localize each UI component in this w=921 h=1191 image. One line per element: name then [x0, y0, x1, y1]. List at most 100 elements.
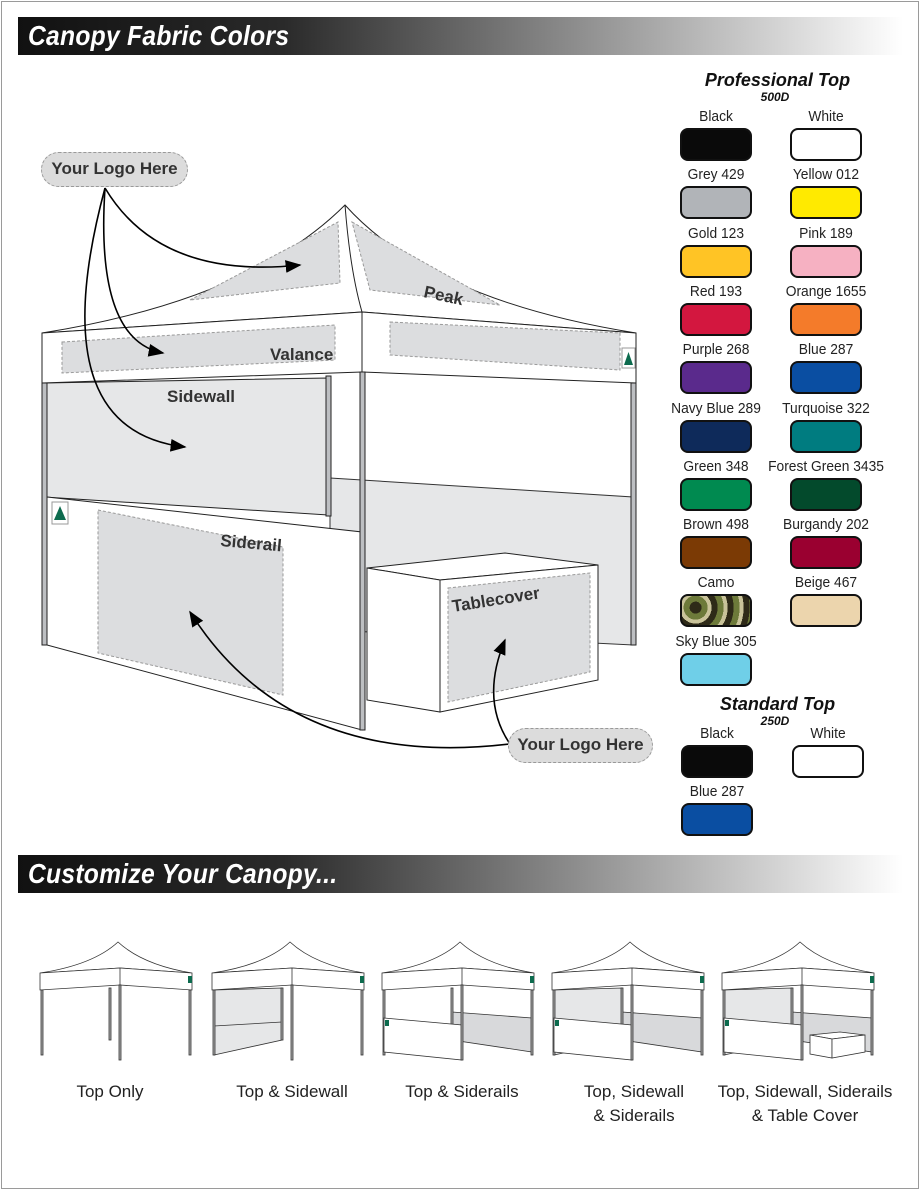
pole: [40, 989, 44, 1056]
color-swatch[interactable]: [680, 244, 752, 278]
caption-line: Top & Siderails: [405, 1082, 519, 1101]
swatch-label: Camo: [697, 574, 735, 592]
logo-callout: Your Logo Here: [508, 728, 653, 763]
pole: [118, 984, 122, 1061]
callout-arrows: [84, 187, 511, 749]
canopy-roof: [39, 941, 193, 974]
pole: [360, 989, 364, 1056]
valance: [381, 967, 535, 991]
swatch-label: Blue 287: [689, 783, 745, 800]
pole: [188, 989, 192, 1056]
brand-logo-icon: [385, 1020, 389, 1026]
pole: [630, 984, 634, 1061]
color-swatch[interactable]: [790, 477, 862, 511]
color-swatch[interactable]: [680, 186, 752, 220]
swatch-label: Black: [699, 108, 733, 125]
pole: [870, 989, 874, 1056]
swatch-label: Burgandy 202: [783, 516, 869, 534]
swatch-label: White: [810, 725, 846, 742]
siderail-logo-area: [97, 509, 284, 696]
pole: [359, 371, 366, 731]
pole: [530, 989, 534, 1056]
brand-logo-icon: [530, 976, 534, 983]
brand-logo-icon: [870, 976, 874, 983]
brand-logo-icon: [360, 976, 364, 983]
pole: [290, 984, 294, 1061]
header-text: Canopy Fabric Colors: [28, 20, 290, 51]
header-text: Customize Your Canopy...: [28, 858, 338, 889]
logo-callout: Your Logo Here: [41, 152, 188, 187]
color-swatch[interactable]: [790, 419, 862, 453]
pole: [212, 989, 216, 1056]
color-swatch[interactable]: [790, 244, 862, 278]
swatch-label: Gold 123: [687, 224, 745, 242]
tent-thumbnail: [381, 941, 535, 1061]
canopy-roof: [381, 941, 535, 974]
color-swatch[interactable]: [680, 419, 752, 453]
professional-top-title: Professional Top: [704, 70, 851, 90]
main-tent: [41, 204, 637, 731]
front-siderail-panel: [383, 1017, 463, 1061]
pole: [460, 984, 464, 1061]
color-swatch[interactable]: [680, 361, 752, 395]
professional-top-subtitle: 500D: [760, 90, 790, 104]
tablecover-logo-area: [447, 572, 591, 703]
valance: [551, 967, 705, 991]
brand-logo-icon: [725, 1020, 729, 1026]
color-swatch[interactable]: [680, 302, 752, 336]
swatch-label: Beige 467: [794, 574, 858, 592]
color-swatch[interactable]: [790, 128, 862, 161]
front-siderail-panel: [723, 1017, 803, 1061]
color-swatch[interactable]: [790, 186, 862, 220]
color-swatch[interactable]: [792, 745, 864, 778]
tent-thumbnail: [39, 941, 193, 1061]
color-swatch[interactable]: [680, 652, 752, 686]
caption-line: Top, Sidewall, Siderails: [717, 1082, 893, 1101]
brand-logo-icon: [555, 1020, 559, 1026]
label-valance: Valance: [270, 345, 333, 364]
brand-logo-icon: [188, 976, 192, 983]
valance: [721, 967, 875, 991]
option-caption: Top & Sidewall: [202, 1080, 382, 1104]
swatch-label: Yellow 012: [792, 166, 860, 184]
caption-line: & Table Cover: [751, 1106, 859, 1125]
color-swatch[interactable]: [790, 361, 862, 395]
sidewall-panel: [213, 987, 283, 1056]
color-swatch[interactable]: [680, 477, 752, 511]
tent-thumbnail: [211, 941, 365, 1061]
color-swatch[interactable]: [680, 594, 752, 628]
caption-line: & Siderails: [593, 1106, 675, 1125]
standard-top-title: Standard Top: [719, 694, 836, 714]
option-caption: Top, Sidewall, Siderails & Table Cover: [715, 1080, 895, 1128]
table-side: [809, 1034, 833, 1059]
swatch-label: Navy Blue 289: [671, 399, 761, 417]
color-swatch[interactable]: [680, 536, 752, 570]
swatch-label: Forest Green 3435: [768, 457, 884, 475]
pole: [700, 989, 704, 1056]
option-caption: Top & Siderails: [372, 1080, 552, 1104]
color-swatch[interactable]: [681, 803, 753, 836]
color-swatch[interactable]: [681, 745, 753, 778]
swatch-label: Blue 287: [798, 341, 854, 359]
canopy-roof: [551, 941, 705, 974]
swatch-label: Green 348: [683, 457, 749, 475]
section-header-fabric-colors: Canopy Fabric Colors: [18, 17, 903, 55]
swatch-label: Grey 429: [687, 166, 745, 184]
swatch-label: Sky Blue 305: [675, 632, 757, 650]
caption-line: Top Only: [76, 1082, 144, 1101]
color-swatch[interactable]: [790, 302, 862, 336]
valance: [211, 967, 365, 991]
option-caption: Top, Sidewall& Siderails: [544, 1080, 724, 1128]
color-swatch[interactable]: [790, 536, 862, 570]
pole: [325, 375, 332, 517]
brand-logo-icon: [54, 506, 66, 520]
color-swatch[interactable]: [790, 594, 862, 628]
pole: [630, 382, 637, 646]
swatch-label: Red 193: [689, 282, 743, 300]
peak-logo-area-right: [351, 220, 501, 306]
swatch-label: Turquoise 322: [782, 399, 870, 417]
color-swatch[interactable]: [680, 128, 752, 161]
back-siderail-panel: [451, 1011, 533, 1053]
